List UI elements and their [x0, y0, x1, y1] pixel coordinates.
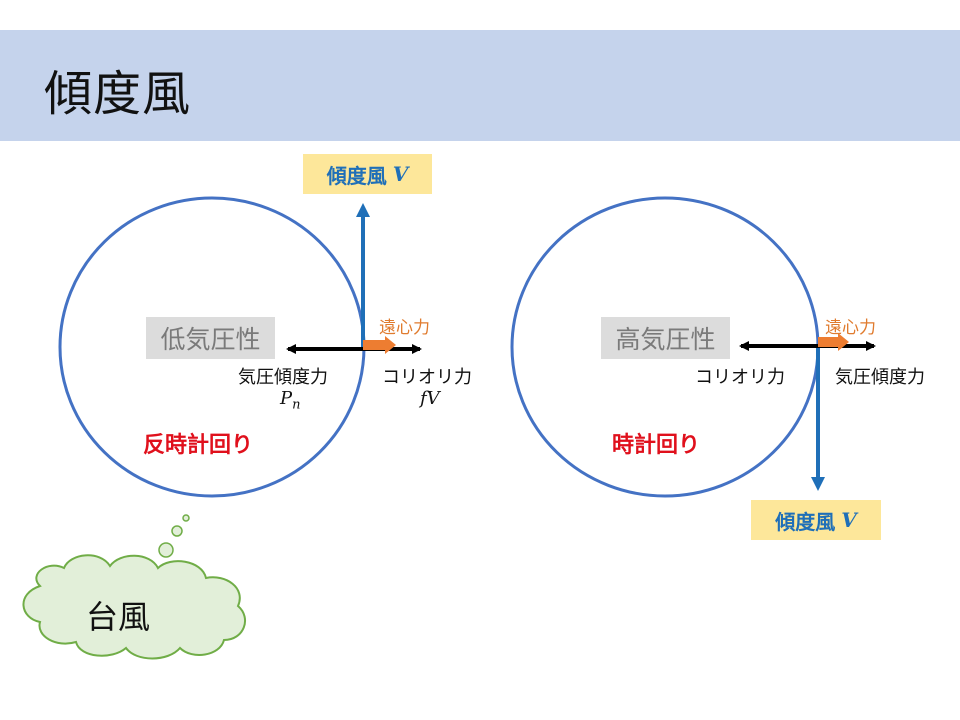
left-centrifugal-arrow: [363, 336, 396, 354]
right-coriolis-label: コリオリ力: [695, 367, 785, 388]
title-band: [0, 30, 960, 141]
left-pressure-symbol: Pn: [280, 388, 301, 413]
left-centrifugal-label: 遠心力: [379, 318, 430, 338]
left-wind-text: 傾度風: [326, 163, 387, 188]
right-centrifugal-label: 遠心力: [825, 318, 876, 338]
thought-bubble-small: [182, 514, 190, 522]
right-centrifugal-arrow: [818, 333, 849, 351]
left-coriolis-label: コリオリ力: [382, 367, 472, 388]
left-rotation-label: 反時計回り: [143, 433, 254, 458]
left-coriolis-symbol: fV: [420, 388, 440, 409]
right-wind-text: 傾度風: [775, 509, 836, 534]
high-pressure-label: 高気圧性: [601, 317, 730, 359]
typhoon-cloud: [22, 554, 246, 660]
thought-bubble-large: [158, 542, 174, 558]
right-wind-var: V: [841, 508, 857, 532]
right-pressure-force-label: 気圧傾度力: [835, 367, 925, 388]
thought-bubble-medium: [171, 525, 183, 537]
right-rotation-label: 時計回り: [612, 433, 701, 458]
typhoon-label: 台風: [86, 598, 151, 636]
left-pressure-force-label: 気圧傾度力: [238, 367, 328, 388]
low-pressure-label: 低気圧性: [146, 317, 275, 359]
page-title: 傾度風: [44, 66, 192, 122]
left-wind-var: V: [392, 162, 409, 186]
